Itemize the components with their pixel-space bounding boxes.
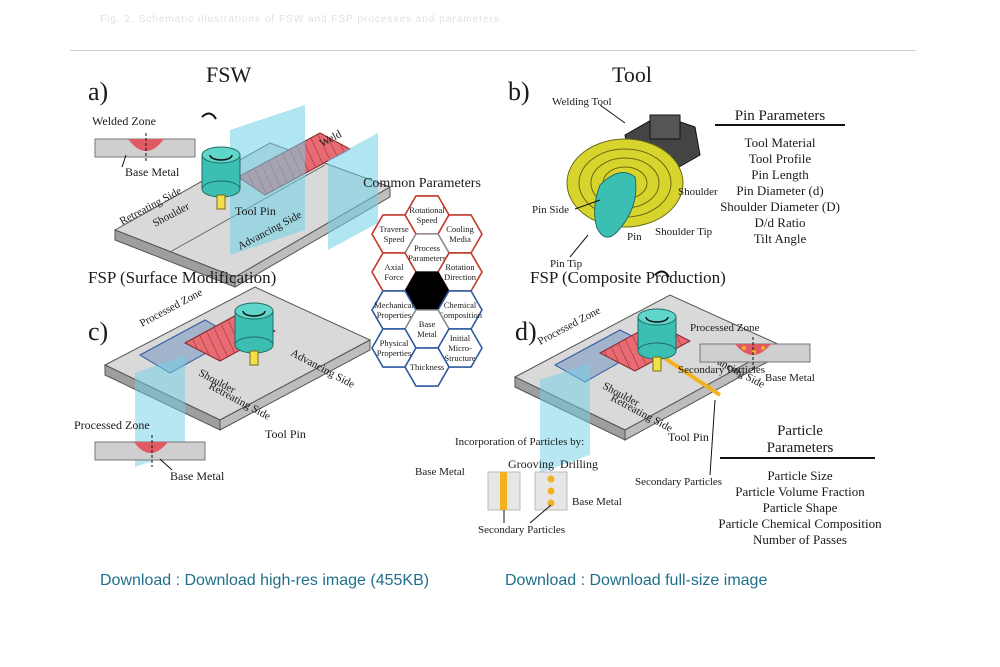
particle-param-item: Number of Passes (753, 532, 847, 547)
divider (70, 50, 916, 51)
panel-c-title: FSP (Surface Modification) (88, 268, 276, 287)
pin-param-item: Shoulder Diameter (D) (720, 199, 840, 214)
hex-label-rotation-direction: Rotation (445, 262, 475, 272)
cutting-plane-a (230, 105, 305, 255)
label-base-metal-d: Base Metal (765, 372, 815, 384)
hex-label-process-parameters: Parameters (408, 253, 446, 263)
download-fullsize-link[interactable]: Download : Download full-size image (505, 572, 768, 589)
hex-label-rotational-speed: Rotational (409, 205, 445, 215)
label-incorporation: Incorporation of Particles by: (455, 436, 584, 448)
hex-label-cooling-media: Cooling (446, 224, 474, 234)
particle-param-item: Particle Chemical Composition (718, 516, 882, 531)
panel-d-title: FSP (Composite Production) (530, 268, 726, 287)
figure-diagram: a) FSW Welded Zone Base Metal Weld Retre… (74, 62, 882, 547)
panel-c-letter: c) (88, 317, 108, 346)
pin-param-item: Pin Diameter (d) (736, 183, 823, 198)
particle-param-item: Particle Volume Fraction (735, 484, 865, 499)
label-tool-pin-c: Tool Pin (265, 427, 306, 441)
hex-label-axial-force: Axial (385, 262, 405, 272)
label-secondary-particles-d3: Secondary Particles (478, 524, 565, 536)
label-processed-zone-c2: Processed Zone (74, 418, 150, 432)
particle-param-item: Particle Size (767, 468, 833, 483)
particle-params-title-1: Particle (777, 423, 823, 439)
label-base-metal-c: Base Metal (170, 469, 225, 483)
panel-b: b) Tool Welding Tool Shoulder Pin Side P… (508, 62, 845, 270)
pin-param-item: Pin Length (751, 167, 809, 182)
cutting-plane-d (540, 363, 590, 473)
hex-label-base-metal: Base (419, 319, 436, 329)
particle-groove-d (658, 353, 722, 397)
panel-c: FSP (Surface Modification) c) Processed … (74, 268, 372, 483)
pin-params-title: Pin Parameters (735, 108, 826, 124)
hex-label-base-metal: Metal (417, 329, 437, 339)
label-drilling: Drilling (560, 457, 598, 471)
label-secondary-particles-d: Secondary Particles (678, 364, 765, 376)
label-tool-pin-a: Tool Pin (235, 204, 276, 218)
panel-a: a) FSW Welded Zone Base Metal Weld Retre… (88, 62, 392, 288)
hex-label-physical-properties: Physical (380, 338, 409, 348)
rotation-arrow-a (201, 112, 217, 120)
pin-param-item: Tool Material (745, 135, 816, 150)
hex-label-initial-microstructure: Initial (450, 333, 471, 343)
hex-label-cooling-media: Media (449, 234, 471, 244)
common-parameters: Common Parameters RotationalSpeedTravers… (363, 176, 483, 387)
panel-b-letter: b) (508, 77, 530, 106)
hex-label-mechanical-properties: Mechanical (374, 300, 414, 310)
tool-pin (594, 172, 637, 238)
label-pin: Pin (627, 231, 642, 243)
particle-param-item: Particle Shape (763, 500, 838, 515)
hex-label-initial-microstructure: Micro- (448, 343, 472, 353)
label-processed-zone-d2: Processed Zone (690, 322, 759, 334)
hex-label-chemical-composition: Chemical (444, 300, 477, 310)
panel-d-letter: d) (515, 317, 537, 346)
hex-label-rotational-speed: Speed (417, 215, 439, 225)
hex-label-rotation-direction: Direction (444, 272, 477, 282)
panel-b-title: Tool (612, 62, 652, 87)
label-shoulder-tip: Shoulder Tip (655, 226, 713, 238)
label-secondary-particles-d2: Secondary Particles (635, 476, 722, 488)
label-pin-tip: Pin Tip (550, 258, 583, 270)
label-welding-tool: Welding Tool (552, 96, 612, 108)
download-hires-link[interactable]: Download : Download high-res image (455K… (100, 572, 430, 589)
hex-label-process-parameters: Process (414, 243, 440, 253)
hex-label-initial-microstructure: Structure (444, 353, 475, 363)
pin-param-item: Tilt Angle (754, 231, 807, 246)
panel-a-letter: a) (88, 77, 108, 106)
panel-a-title: FSW (206, 62, 251, 87)
hex-label-chemical-composition: Composition (438, 310, 483, 320)
label-base-metal-d-right: Base Metal (572, 496, 622, 508)
common-title: Common Parameters (363, 176, 481, 191)
label-base-metal-a: Base Metal (125, 165, 180, 179)
particle-params-title-2: Parameters (767, 440, 834, 456)
label-pin-side: Pin Side (532, 204, 569, 216)
hex-label-traverse-speed: Speed (384, 234, 406, 244)
hex-label-mechanical-properties: Properties (377, 310, 411, 320)
pin-param-item: D/d Ratio (755, 215, 806, 230)
label-welded-zone: Welded Zone (92, 114, 156, 128)
label-base-metal-d-left: Base Metal (415, 466, 465, 478)
label-shoulder-b: Shoulder (678, 186, 718, 198)
panel-d: FSP (Composite Production) d) Processed … (415, 268, 882, 547)
hex-label-axial-force: Force (384, 272, 404, 282)
pin-param-item: Tool Profile (749, 151, 812, 166)
cutting-plane-c (135, 355, 185, 467)
hex-label-traverse-speed: Traverse (379, 224, 409, 234)
label-grooving: Grooving (508, 457, 554, 471)
hex-label-thickness: Thickness (410, 362, 444, 372)
hex-label-physical-properties: Properties (377, 348, 411, 358)
hex-thickness (404, 347, 450, 387)
blurred-caption: Fig. 2. Schematic illustrations of FSW a… (100, 14, 500, 25)
label-tool-pin-d: Tool Pin (668, 430, 709, 444)
